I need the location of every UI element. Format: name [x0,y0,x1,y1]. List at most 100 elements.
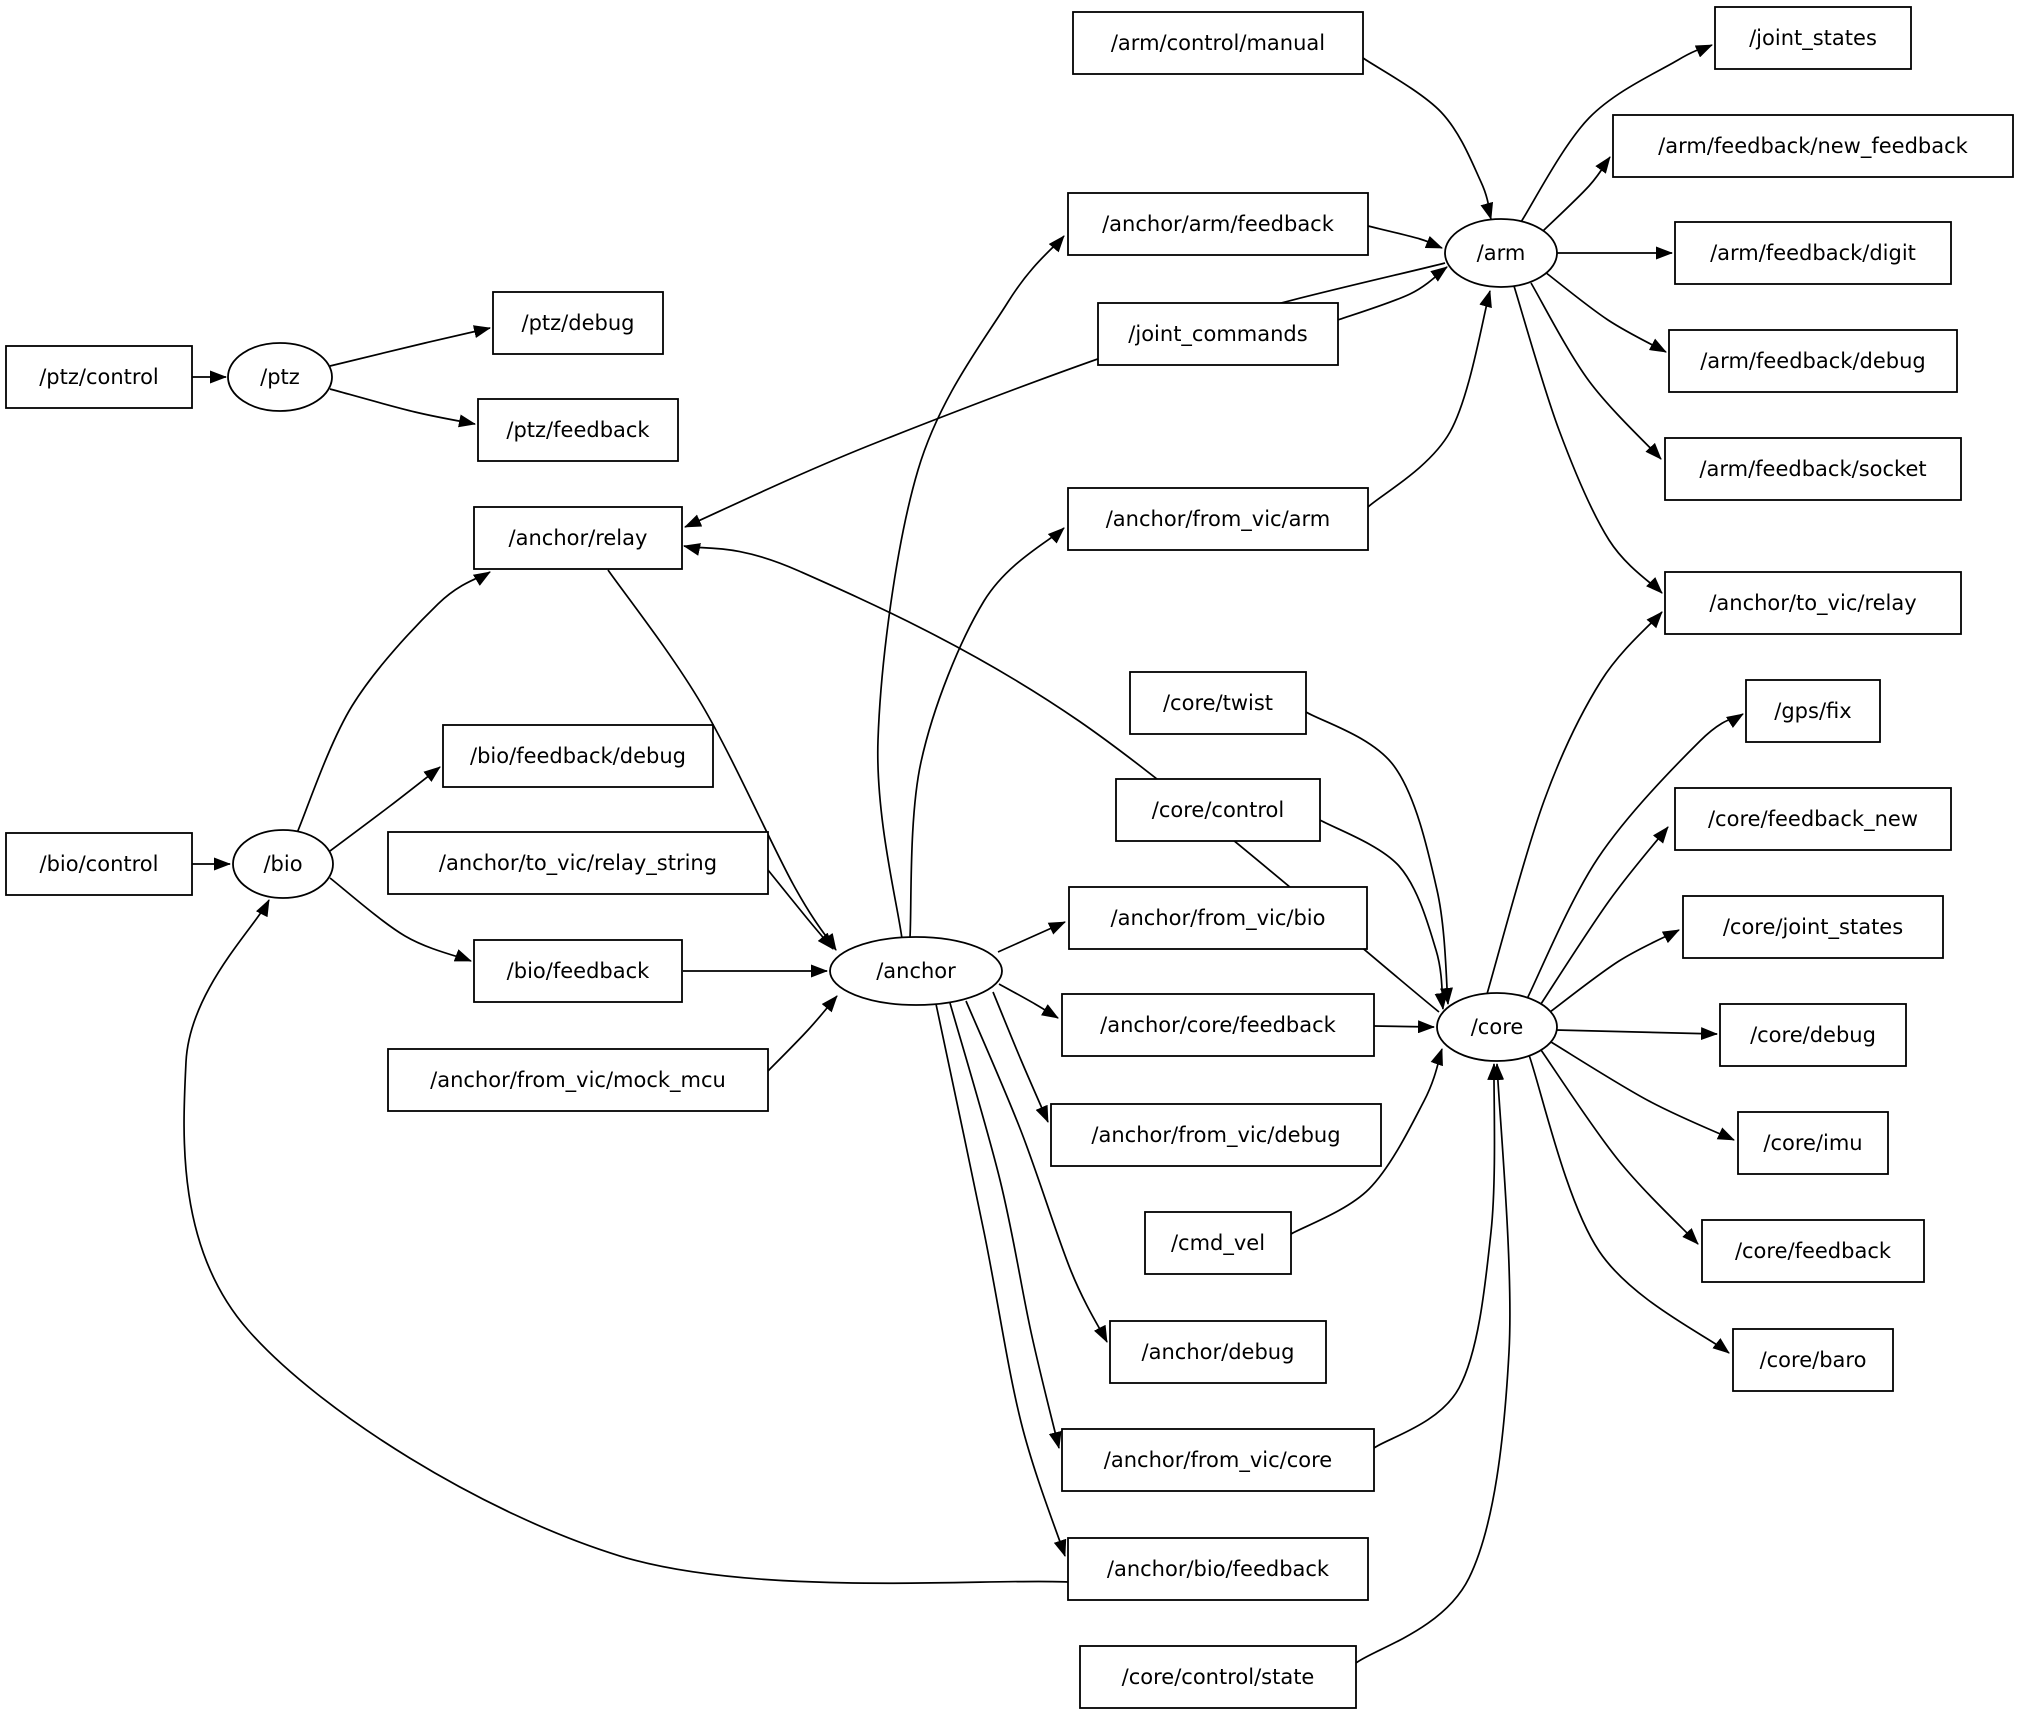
box-shape-mock_mcu [387,1048,769,1112]
topic-core_twist: /core/twist [1129,671,1307,735]
box-shape-anchor_from_vic_bio [1068,886,1368,950]
topic-mock_mcu: /anchor/from_vic/mock_mcu [387,1048,769,1112]
label-core_control: /core/control [1152,798,1284,822]
topic-bio_feedback: /bio/feedback [473,939,683,1003]
label-core_twist: /core/twist [1163,691,1273,715]
edge-anchor_from_vic_arm-to-arm [1367,290,1492,508]
box-shape-core_feedback_new [1674,787,1952,851]
topic-arm_feedback_socket: /arm/feedback/socket [1664,437,1962,501]
box-shape-cmd_vel [1144,1211,1292,1275]
box-shape-anchor_from_vic_arm [1067,487,1369,551]
edge-arm-to-arm_feedback_new_feedback [1542,156,1611,232]
topic-anchor_from_vic_bio: /anchor/from_vic/bio [1068,886,1368,950]
topic-core_control: /core/control [1115,778,1321,842]
label-anchor_from_vic_core: /anchor/from_vic/core [1104,1448,1332,1473]
topic-anchor_arm_feedback: /anchor/arm/feedback [1067,192,1369,256]
label-ptz_control: /ptz/control [39,365,159,389]
label-bio: /bio [263,852,302,876]
box-shape-core_debug [1719,1003,1907,1067]
box-shape-ptz_debug [492,291,664,355]
node-core: /core [1436,992,1558,1062]
topic-cmd_vel: /cmd_vel [1144,1211,1292,1275]
box-shape-ptz_control [5,345,193,409]
topic-core_debug: /core/debug [1719,1003,1907,1067]
label-mock_mcu: /anchor/from_vic/mock_mcu [430,1068,726,1093]
label-core_baro: /core/baro [1760,1348,1867,1372]
box-shape-joint_states [1714,6,1912,70]
edge-anchor_arm_feedback-to-arm [1367,225,1443,249]
label-arm_feedback_debug: /arm/feedback/debug [1700,349,1926,373]
edge-anchor-to-anchor_from_vic_debug [992,991,1049,1123]
ellipse-shape-bio [232,829,334,899]
edge-core-to-core_feedback_new [1538,826,1669,1008]
label-core_imu: /core/imu [1763,1131,1862,1155]
edge-anchor-to-anchor_core_feedback [998,983,1059,1019]
edge-arm-to-anchor_relay [684,262,1446,528]
edge-arm-to-arm_feedback_socket [1530,282,1662,460]
edge-anchor_bio_feedback-to-bio [183,899,1069,1585]
edge-core-to-core_feedback [1540,1049,1699,1245]
box-shape-anchor_debug [1109,1320,1327,1384]
edge-joint_commands-to-arm [1337,266,1448,321]
edge-bio-to-bio_feedback [329,877,472,962]
label-anchor_core_feedback: /anchor/core/feedback [1100,1013,1337,1037]
box-shape-bio_feedback_debug [442,724,714,788]
edge-anchor-to-anchor_arm_feedback [876,235,1065,940]
label-core_joint_states: /core/joint_states [1723,915,1903,940]
box-shape-arm_feedback_new_feedback [1612,114,2014,178]
label-ptz_debug: /ptz/debug [522,311,635,335]
topic-anchor_from_vic_core: /anchor/from_vic/core [1061,1428,1375,1492]
box-shape-arm_feedback_digit [1674,221,1952,285]
label-cmd_vel: /cmd_vel [1171,1231,1265,1256]
edge-core-to-gps_fix [1525,713,1744,1002]
edge-anchor-to-anchor_from_vic_arm [909,527,1065,938]
label-arm_control_manual: /arm/control/manual [1111,31,1325,55]
ellipse-shape-core [1436,992,1558,1062]
edge-anchor_from_vic_core-to-core [1373,1063,1501,1449]
label-core_feedback_new: /core/feedback_new [1708,807,1918,832]
box-shape-relay_string [387,831,769,895]
box-shape-core_control [1115,778,1321,842]
edge-core-to-core_joint_states [1549,929,1680,1013]
label-joint_commands: /joint_commands [1128,322,1307,347]
box-shape-joint_commands [1097,302,1339,366]
box-shape-core_joint_states [1682,895,1944,959]
topic-gps_fix: /gps/fix [1745,679,1881,743]
edge-anchor-to-anchor_from_vic_bio [997,921,1066,953]
label-bio_feedback_debug: /bio/feedback/debug [470,744,686,768]
topic-arm_control_manual: /arm/control/manual [1072,11,1364,75]
node-bio: /bio [232,829,334,899]
topic-core_control_state: /core/control/state [1079,1645,1357,1709]
box-shape-anchor_to_vic_relay [1664,571,1962,635]
ellipse-shape-anchor [829,936,1003,1006]
label-arm: /arm [1477,241,1526,265]
box-shape-arm_feedback_debug [1668,329,1958,393]
topic-joint_states: /joint_states [1714,6,1912,70]
topic-bio_control: /bio/control [5,832,193,896]
box-shape-anchor_core_feedback [1061,993,1375,1057]
topic-anchor_core_feedback: /anchor/core/feedback [1061,993,1375,1057]
node-arm: /arm [1444,218,1558,288]
ellipse-shape-arm [1444,218,1558,288]
edge-ptz-to-ptz_debug [329,325,491,367]
box-shape-arm_control_manual [1072,11,1364,75]
edge-anchor-to-anchor_bio_feedback [935,1003,1067,1557]
label-anchor_from_vic_arm: /anchor/from_vic/arm [1106,507,1331,532]
topic-arm_feedback_new_feedback: /arm/feedback/new_feedback [1612,114,2014,178]
topic-core_joint_states: /core/joint_states [1682,895,1944,959]
label-core_debug: /core/debug [1750,1023,1876,1047]
topic-ptz_control: /ptz/control [5,345,193,409]
label-ptz_feedback: /ptz/feedback [506,418,650,442]
box-shape-core_twist [1129,671,1307,735]
box-shape-anchor_arm_feedback [1067,192,1369,256]
topic-core_imu: /core/imu [1737,1111,1889,1175]
box-shape-anchor_bio_feedback [1067,1537,1369,1601]
box-shape-gps_fix [1745,679,1881,743]
topic-anchor_debug: /anchor/debug [1109,1320,1327,1384]
edge-core_twist-to-core [1305,711,1453,1005]
label-core_feedback: /core/feedback [1735,1239,1892,1263]
node-anchor: /anchor [829,936,1003,1006]
edge-cmd_vel-to-core [1290,1048,1443,1235]
label-relay_string: /anchor/to_vic/relay_string [439,851,717,876]
